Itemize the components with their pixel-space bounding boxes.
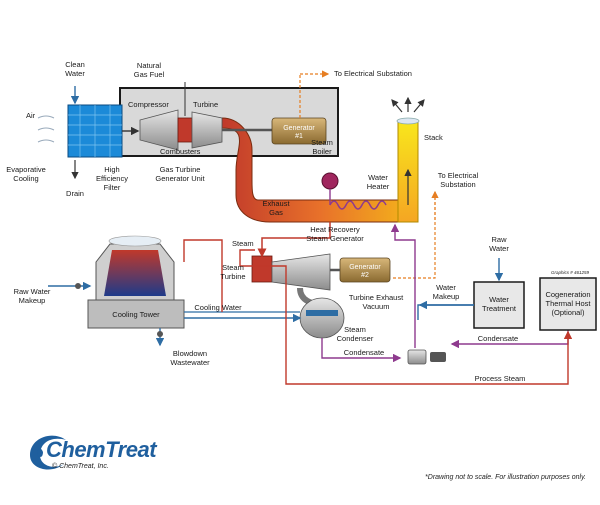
steam-line bbox=[257, 222, 331, 258]
compressor bbox=[139, 109, 179, 151]
air-swirl-1 bbox=[37, 115, 55, 119]
label-graphics-number: Graphics # 461259 bbox=[551, 270, 590, 275]
label-cooling-water: Cooling Water bbox=[194, 303, 242, 312]
label-combusters: Combusters bbox=[160, 147, 201, 156]
electrical-line-2 bbox=[392, 192, 436, 279]
air-swirl-2 bbox=[37, 127, 55, 131]
stack-plume-arrow-right bbox=[413, 99, 425, 113]
stack-cap bbox=[396, 117, 420, 125]
cooling-tower-fill bbox=[104, 250, 166, 296]
disclaimer-note: *Drawing not to scale. For illustration … bbox=[425, 474, 586, 481]
combusters bbox=[177, 117, 193, 143]
label-generator-2: Generator#2 bbox=[349, 264, 381, 279]
copyright-notice: © ChemTreat, Inc. bbox=[52, 463, 109, 470]
water-drop-icon bbox=[37, 448, 43, 457]
label-to-electrical-substation-1: To Electrical Substation bbox=[334, 69, 412, 78]
condensate-line-1 bbox=[321, 338, 402, 363]
label-condensate-2: Condensate bbox=[478, 334, 518, 343]
generator-1 bbox=[271, 117, 327, 145]
hrsg-coil bbox=[329, 200, 387, 210]
water-makeup-line bbox=[417, 304, 474, 320]
label-cooling-tower: Cooling Tower bbox=[112, 310, 160, 319]
cooling-tower-plume bbox=[108, 235, 162, 247]
chemtreat-logo-icon bbox=[30, 435, 66, 470]
blowdown-valve bbox=[157, 331, 163, 337]
stack-plume-arrow-left bbox=[391, 99, 403, 113]
label-generator-1: Generator#1 bbox=[283, 125, 315, 140]
cooling-tower-basin bbox=[87, 299, 185, 329]
air-swirl-3 bbox=[37, 139, 55, 143]
steam-turbine-inlet bbox=[251, 255, 273, 283]
steam-boiler-drum bbox=[321, 172, 339, 190]
water-treatment-box bbox=[473, 281, 525, 329]
steam-turbine bbox=[271, 253, 331, 291]
chemtreat-logo-text: ChemTreat bbox=[46, 437, 157, 462]
label-steam: Steam bbox=[232, 239, 254, 248]
gas-turbine bbox=[191, 111, 223, 149]
condenser-tubes bbox=[306, 310, 338, 316]
label-condensate-1: Condensate bbox=[344, 348, 384, 357]
cogeneration-box bbox=[539, 277, 597, 331]
label-stack: Stack bbox=[424, 133, 443, 142]
label-process-steam: Process Steam bbox=[475, 374, 526, 383]
label-drain: Drain bbox=[66, 189, 84, 198]
pump-motor bbox=[430, 352, 446, 362]
label-air: Air bbox=[26, 111, 36, 120]
feedwater-line bbox=[390, 223, 416, 348]
process-steam-line bbox=[239, 249, 573, 385]
warm-water-return-line bbox=[183, 239, 223, 312]
steam-condenser bbox=[299, 297, 345, 339]
makeup-valve bbox=[75, 283, 81, 289]
label-turbine: Turbine bbox=[193, 100, 218, 109]
filter-grid bbox=[68, 105, 122, 157]
label-compressor: Compressor bbox=[128, 100, 169, 109]
condensate-pump bbox=[407, 349, 427, 365]
